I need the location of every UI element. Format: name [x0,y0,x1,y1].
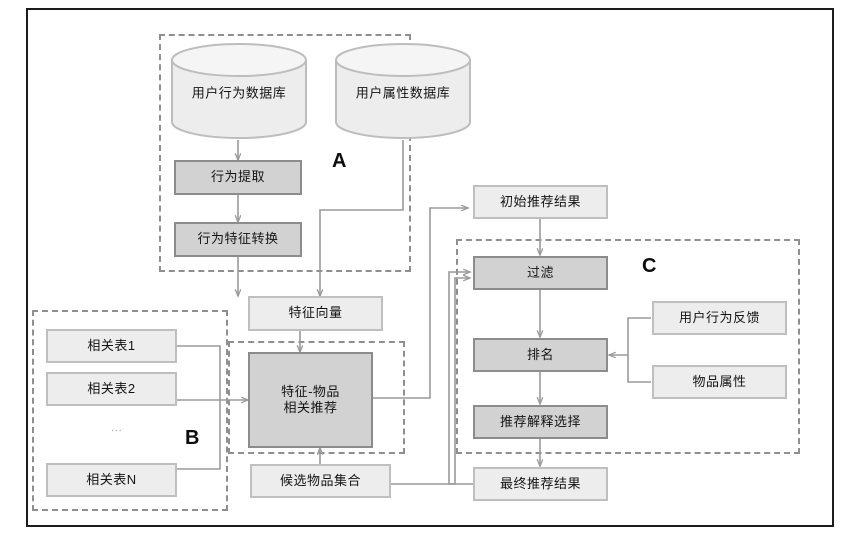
group-label-a: A [332,150,347,172]
node-feature-item-recommend-line1: 特征-物品 [281,383,340,399]
node-relation-table-1[interactable]: 相关表1 [46,329,177,363]
database-cylinder-icon [171,43,307,139]
node-candidate-item-set[interactable]: 候选物品集合 [250,464,391,498]
node-feature-vector[interactable]: 特征向量 [248,296,383,331]
relation-table-ellipsis: ⋮ [110,424,122,436]
user-behavior-db[interactable]: 用户行为数据库 [170,42,308,140]
node-feature-item-recommend-line2: 相关推荐 [283,400,338,415]
group-region-a [159,34,411,272]
node-initial-recommend-result[interactable]: 初始推荐结果 [473,185,608,219]
user-behavior-db-label: 用户行为数据库 [191,85,287,101]
user-attribute-db-label: 用户属性数据库 [355,85,451,101]
group-label-c: C [642,255,657,277]
node-behavior-feature-transform[interactable]: 行为特征转换 [174,222,302,257]
node-item-attribute[interactable]: 物品属性 [652,365,787,399]
user-attribute-db[interactable]: 用户属性数据库 [334,42,472,140]
database-cylinder-icon [335,43,471,139]
node-ranking[interactable]: 排名 [473,338,608,372]
node-behavior-extraction[interactable]: 行为提取 [174,160,302,195]
node-relation-table-n[interactable]: 相关表N [46,463,177,497]
node-relation-table-2[interactable]: 相关表2 [46,372,177,406]
group-region-b [32,310,228,511]
node-user-behavior-feedback[interactable]: 用户行为反馈 [652,301,787,335]
node-feature-item-recommend[interactable]: 特征-物品 相关推荐 [248,352,373,448]
group-label-b: B [185,427,200,449]
node-final-recommend-result[interactable]: 最终推荐结果 [473,467,608,501]
node-recommend-explanation[interactable]: 推荐解释选择 [473,405,608,439]
node-filter[interactable]: 过滤 [473,256,608,290]
